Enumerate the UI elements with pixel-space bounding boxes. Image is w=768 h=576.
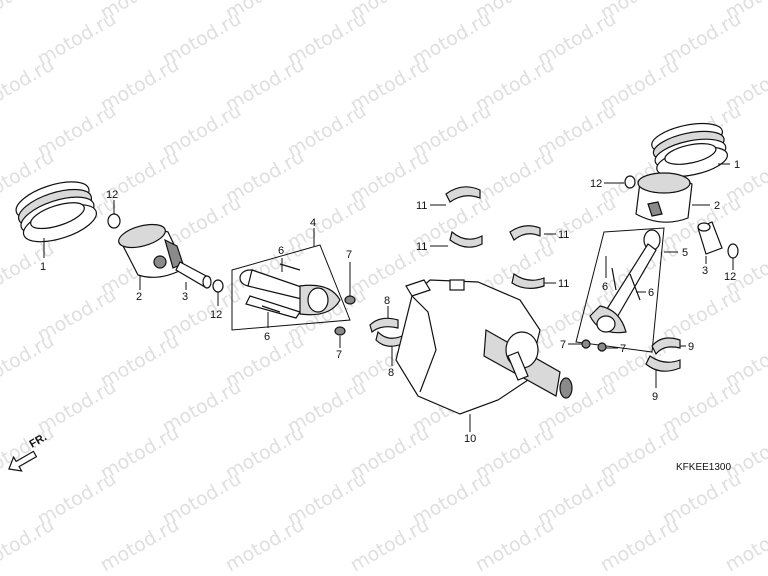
left-piston-pin (175, 261, 212, 289)
crank-bearings-right (645, 337, 681, 372)
callout-rod-nut-top: 7 (346, 249, 352, 261)
right-clip-right (727, 243, 739, 259)
callout-bearing-top-left: 8 (384, 295, 390, 307)
callout-rod-bolt-right-a: 6 (602, 281, 608, 293)
watermark-text: motod.ru (472, 514, 558, 576)
leader-lines (43, 163, 734, 432)
callout-main-bearing-d: 11 (558, 278, 569, 290)
right-piston-rings (651, 122, 728, 178)
callout-left-clip-bottom: 12 (210, 309, 222, 321)
callout-left-clip-top: 12 (106, 189, 118, 201)
left-clip-bottom (212, 279, 224, 293)
callout-rod-nut-right-b: 7 (620, 343, 626, 355)
callout-rod-bolt-bottom: 6 (264, 331, 270, 343)
callout-right-rings: 1 (734, 159, 740, 171)
callout-left-piston: 2 (136, 291, 142, 303)
watermark-text: motod.ru (222, 514, 308, 576)
callout-right-piston: 2 (714, 200, 720, 212)
callout-bearing-right-top: 9 (688, 341, 694, 353)
left-piston-rings (15, 181, 97, 243)
watermark-text: motod.ru (0, 54, 58, 117)
crank-bearings-left (369, 317, 403, 347)
callout-rod-nut-bottom: 7 (336, 349, 342, 361)
left-rod-assembly (231, 244, 356, 336)
callout-crankshaft: 10 (464, 433, 476, 445)
watermark-text: motod.ru (597, 514, 683, 576)
callout-rod-assembly-right: 5 (682, 247, 688, 259)
callout-rod-assembly-left: 4 (310, 217, 316, 229)
watermark-text: motod.ru (97, 514, 183, 576)
callout-left-rings: 1 (40, 261, 46, 273)
callout-main-bearing-b: 11 (416, 241, 427, 253)
right-piston (635, 172, 693, 223)
right-clip-left (624, 175, 636, 189)
callout-rod-bolt-right-b: 6 (648, 287, 654, 299)
watermark-text: motod.ru (0, 422, 58, 485)
callout-bearing-bottom-left: 8 (388, 367, 394, 379)
watermark-text: motod.ru (0, 330, 58, 393)
watermark-text: motod.ru (347, 514, 433, 576)
front-arrow-icon (8, 450, 38, 472)
callout-rod-bolt-top: 6 (278, 245, 284, 257)
callout-right-pin: 3 (702, 265, 708, 277)
right-rod-assembly (575, 227, 665, 353)
right-piston-pin (697, 221, 723, 255)
callouts: 1 12 2 3 12 4 6 6 7 7 8 8 11 11 11 11 10… (40, 159, 740, 445)
watermark-text: motod.ru (722, 514, 768, 576)
watermark-text: motod.ru (0, 514, 58, 576)
callout-right-clip-left: 12 (590, 178, 602, 190)
callout-right-clip-right: 12 (724, 271, 736, 283)
callout-rod-nut-right-a: 7 (560, 339, 566, 351)
crankshaft (395, 279, 573, 415)
left-clip-top (107, 213, 121, 229)
left-piston (118, 223, 186, 278)
diagram-code: KFKEE1300 (676, 462, 731, 473)
callout-main-bearing-a: 11 (416, 200, 427, 212)
watermark-text: motod.ru (0, 0, 58, 24)
main-bearings (445, 186, 545, 289)
callout-bearing-right-bottom: 9 (652, 391, 658, 403)
callout-main-bearing-c: 11 (558, 229, 569, 241)
callout-left-pin: 3 (182, 291, 188, 303)
watermark-text: motod.ru (0, 238, 58, 301)
